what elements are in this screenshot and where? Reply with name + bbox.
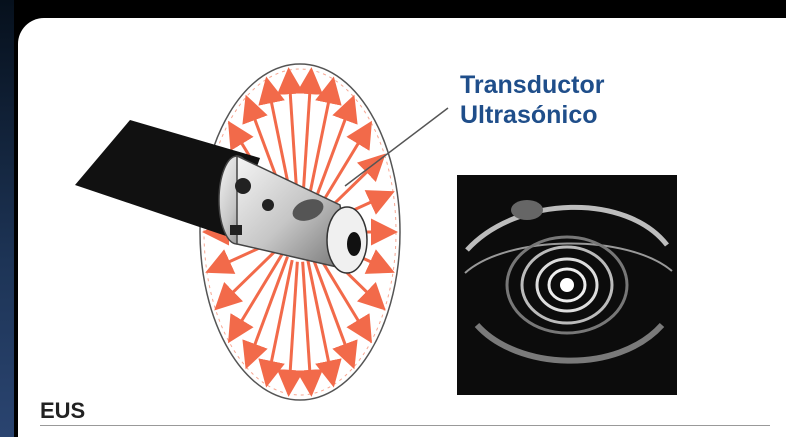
- transducer-label-line1: Transductor: [460, 70, 604, 100]
- ultrasound-arrow: [303, 73, 311, 202]
- ultrasound-arrow: [231, 252, 283, 338]
- callout-line: [345, 108, 448, 186]
- eus-caption: EUS: [40, 398, 85, 424]
- caption-rule: [40, 425, 770, 426]
- ultrasound-arrow: [289, 262, 297, 391]
- ultrasound-arrow: [303, 262, 311, 391]
- ultrasound-image: [457, 175, 677, 395]
- transducer-label-line2: Ultrasónico: [460, 100, 604, 130]
- transducer-label: Transductor Ultrasónico: [460, 70, 604, 130]
